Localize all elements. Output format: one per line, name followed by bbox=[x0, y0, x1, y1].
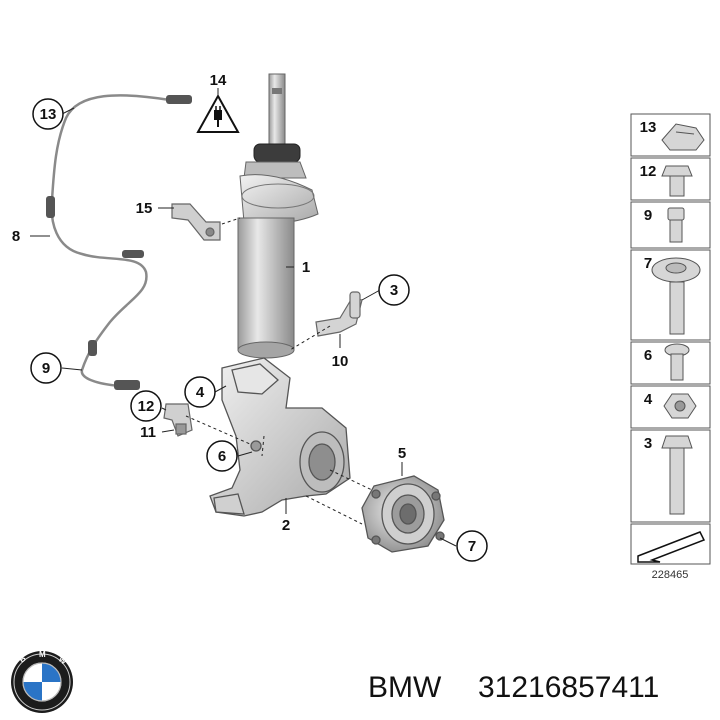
catalog-id: 228465 bbox=[652, 569, 689, 581]
callout-9-label: 9 bbox=[42, 360, 50, 377]
part-reference: BMW 31216857411 bbox=[368, 671, 659, 704]
legend-3-label: 3 bbox=[644, 435, 652, 452]
legend-9-label: 9 bbox=[644, 207, 652, 224]
callout-7-label: 7 bbox=[468, 538, 476, 555]
callout-12-label: 12 bbox=[138, 398, 155, 415]
wheel-hub bbox=[361, 475, 445, 553]
callout-4-label: 4 bbox=[196, 384, 205, 401]
parts-legend: 13 12 9 7 6 bbox=[630, 113, 711, 581]
flange-bolt-icon bbox=[664, 343, 690, 381]
long-bolt-icon bbox=[661, 435, 693, 515]
callout-7: 7 bbox=[456, 530, 488, 562]
callout-4: 4 bbox=[184, 376, 216, 408]
callout-8-label: 8 bbox=[12, 228, 20, 245]
socket-bolt-icon bbox=[667, 207, 685, 243]
strut-assembly bbox=[237, 73, 319, 359]
legend-6-label: 6 bbox=[644, 347, 652, 364]
callout-3: 3 bbox=[378, 274, 410, 306]
sensor-cable bbox=[50, 94, 171, 388]
callout-13: 13 bbox=[32, 98, 64, 130]
hex-bolt-icon bbox=[661, 165, 693, 197]
callout-3-label: 3 bbox=[390, 282, 398, 299]
sensor-bracket bbox=[315, 291, 363, 337]
legend-4-label: 4 bbox=[644, 391, 653, 408]
callout-14-label: 14 bbox=[210, 72, 227, 89]
callout-10-label: 10 bbox=[332, 353, 349, 370]
svg-text:M: M bbox=[39, 650, 46, 659]
legend-13-label: 13 bbox=[640, 119, 657, 136]
legend-7-label: 7 bbox=[644, 255, 652, 272]
callout-5-label: 5 bbox=[398, 445, 406, 462]
legend-12-label: 12 bbox=[640, 163, 657, 180]
bmw-logo: B M W bbox=[11, 650, 73, 713]
svg-text:B: B bbox=[18, 654, 28, 665]
callout-12: 12 bbox=[130, 390, 162, 422]
callout-6-label: 6 bbox=[218, 448, 226, 465]
callout-15-label: 15 bbox=[136, 200, 153, 217]
wheel-carrier bbox=[209, 357, 351, 517]
hex-nut-icon bbox=[663, 393, 697, 419]
leader-lines bbox=[30, 88, 457, 547]
washer-bolt-icon bbox=[651, 257, 701, 335]
cable-bracket bbox=[171, 203, 221, 241]
callout-1-label: 1 bbox=[302, 259, 310, 276]
clip-nut-icon bbox=[661, 123, 705, 151]
callout-2-label: 2 bbox=[282, 517, 290, 534]
abs-bracket bbox=[163, 403, 193, 437]
part-number: 31216857411 bbox=[478, 671, 659, 704]
electrical-warning-icon bbox=[196, 93, 240, 133]
reference-arrow-icon bbox=[637, 531, 706, 563]
sensor-cable-clips bbox=[46, 95, 192, 390]
callout-11-label: 11 bbox=[140, 424, 156, 441]
svg-text:W: W bbox=[57, 655, 69, 667]
callout-9: 9 bbox=[30, 352, 62, 384]
brand-name: BMW bbox=[368, 671, 442, 704]
callout-6: 6 bbox=[206, 440, 238, 472]
callout-13-label: 13 bbox=[40, 106, 57, 123]
